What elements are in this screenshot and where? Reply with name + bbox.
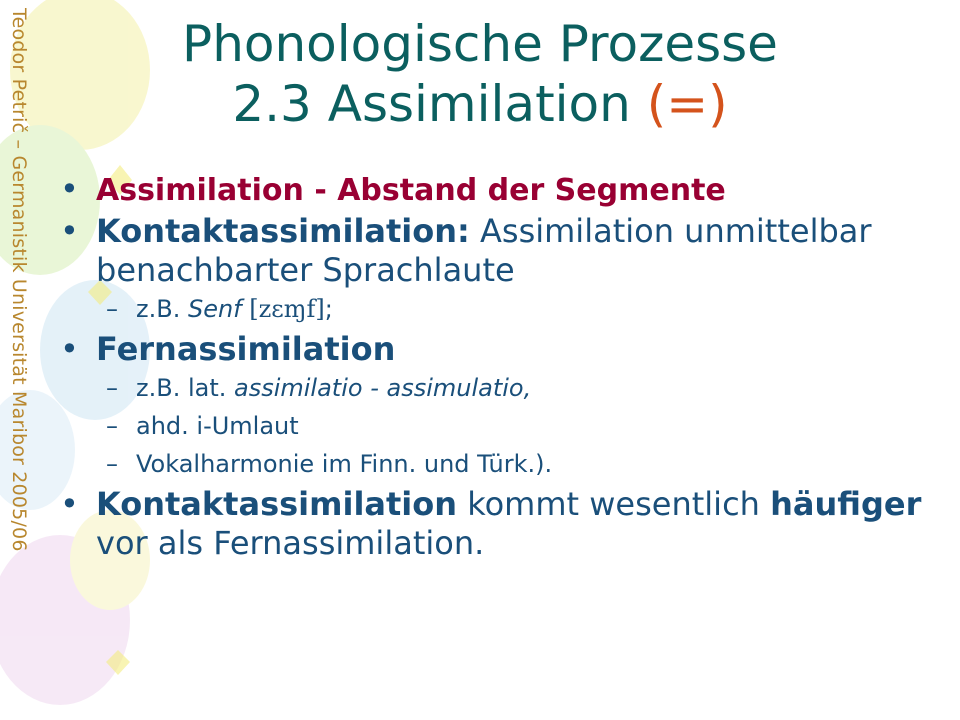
balloon-yellow (10, 0, 150, 150)
title-line-1: Phonologische Prozesse (182, 15, 778, 73)
bullet-frequency: Kontaktassimilation kommt wesentlich häu… (58, 485, 938, 563)
example-prefix: z.B. lat. (136, 374, 234, 402)
sparkle-shape (106, 650, 130, 675)
slide-content: Assimilation - Abstand der Segmente Kont… (58, 170, 938, 563)
bullet-distance-text: Assimilation - Abstand der Segmente (96, 173, 726, 208)
bullet-distant-assimilation: Fernassimilation (58, 330, 938, 369)
bullet-distance: Assimilation - Abstand der Segmente (58, 170, 938, 210)
frequency-end: vor als Fernassimilation. (96, 524, 485, 562)
contact-term: Kontaktassimilation: (96, 212, 470, 250)
sub-bullet-latin: –z.B. lat. assimilatio - assimulatio, (58, 369, 938, 407)
umlaut-text: ahd. i-Umlaut (136, 412, 299, 440)
title-equals-marker: (=) (646, 75, 728, 133)
vowel-harmony-text: Vokalharmonie im Finn. und Türk.). (136, 450, 553, 478)
distant-term: Fernassimilation (96, 330, 396, 368)
example-words: assimilatio - assimulatio, (234, 374, 532, 402)
frequency-mid: kommt wesentlich (457, 485, 771, 523)
sub-bullet-senf: –z.B. Senf [zɛɱf]; (58, 290, 938, 328)
slide-title: Phonologische Prozesse 2.3 Assimilation … (100, 14, 860, 134)
dash-marker: – (106, 295, 118, 323)
frequency-term: Kontaktassimilation (96, 485, 458, 523)
example-prefix: z.B. (136, 295, 188, 323)
sub-bullet-umlaut: –ahd. i-Umlaut (58, 407, 938, 445)
example-suffix: ; (324, 295, 333, 323)
frequency-emphasis: häufiger (770, 485, 922, 523)
bullet-contact-assimilation: Kontaktassimilation: Assimilation unmitt… (58, 212, 938, 290)
balloon-lightblue (0, 390, 75, 510)
title-line-2-main: 2.3 Assimilation (232, 75, 647, 133)
dash-marker: – (106, 374, 118, 402)
contact-definition: Assimilation unmittelbar benachbarter Sp… (96, 212, 872, 289)
ipa-transcription: [zɛɱf] (241, 295, 325, 323)
example-word: Senf (187, 295, 242, 323)
title-line-2: 2.3 Assimilation (=) (100, 74, 860, 134)
author-credit: Teodor Petrič – Germanistik Universität … (8, 8, 30, 552)
sub-bullet-vowel-harmony: –Vokalharmonie im Finn. und Türk.). (58, 445, 938, 483)
dash-marker: – (106, 450, 118, 478)
dash-marker: – (106, 412, 118, 440)
